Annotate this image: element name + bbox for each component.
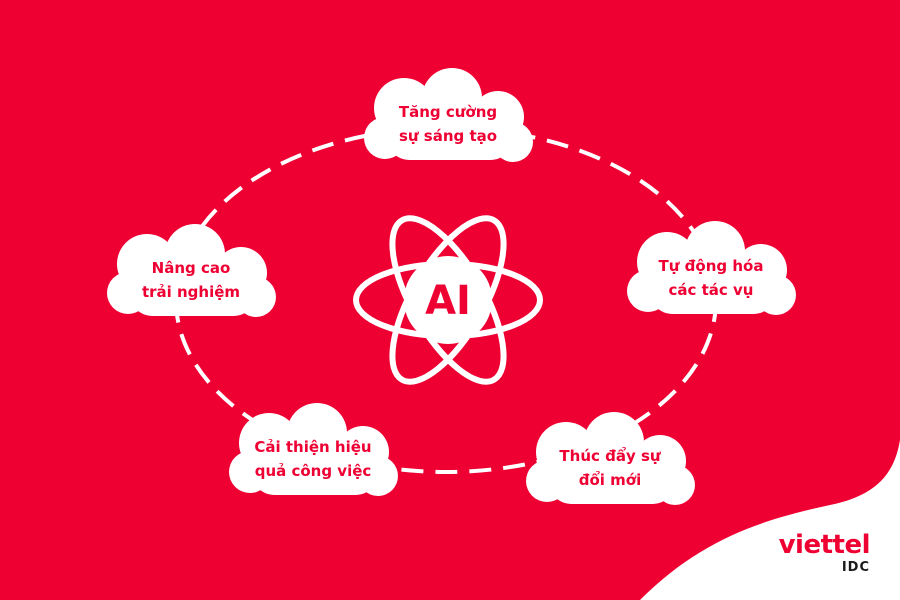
cloud-creativity <box>364 68 533 162</box>
corner-swoosh <box>640 440 900 600</box>
cloud-efficiency <box>229 403 398 496</box>
cloud-automation <box>627 221 796 315</box>
viettel-idc-logo: viettel IDC <box>778 530 871 575</box>
node-label-innovation: Thúc đẩy sự đổi mới <box>559 447 661 489</box>
center-label: AI <box>425 278 471 324</box>
node-label-creativity: Tăng cường sự sáng tạo <box>398 103 498 145</box>
node-label-automation: Tự động hóa các tác vụ <box>658 257 764 299</box>
cloud-experience <box>107 224 276 317</box>
atom-nucleus <box>404 256 492 344</box>
logo-wordmark: viettel <box>778 530 871 560</box>
node-label-efficiency: Cải thiện hiệu quả công việc <box>254 438 372 480</box>
node-label-experience: Nâng cao trải nghiệm <box>141 259 241 301</box>
cloud-innovation <box>526 412 695 505</box>
logo-subtitle: IDC <box>841 560 870 575</box>
